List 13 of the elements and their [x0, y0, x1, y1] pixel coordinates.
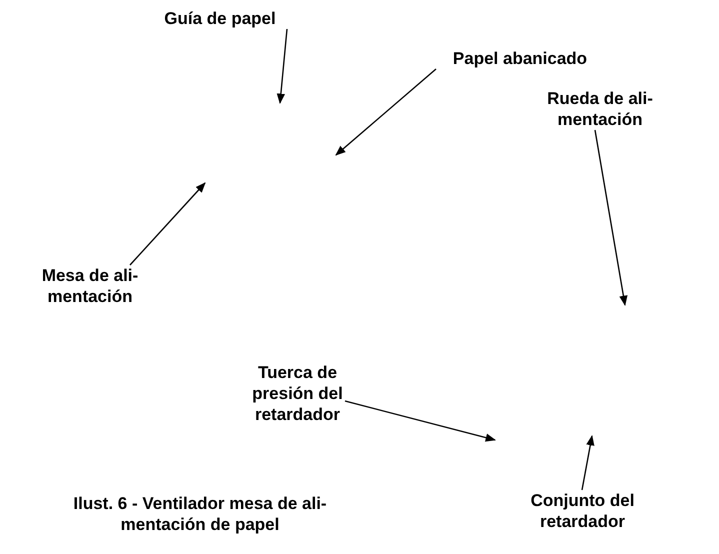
leader-line — [594, 130, 628, 306]
callout-label: Tuerca de presión del retardador — [230, 362, 365, 425]
callout-label: Rueda de ali- mentación — [520, 88, 680, 130]
figure-caption: Ilust. 6 - Ventilador mesa de ali- mentación de papel — [72, 493, 328, 535]
leader-line — [344, 400, 496, 442]
leader-line — [130, 182, 206, 266]
leader-line — [276, 28, 288, 104]
leader-line — [335, 68, 436, 156]
callout-label: Guía de papel — [150, 8, 290, 29]
callout-label: Papel abanicado — [435, 48, 605, 69]
callout-label: Mesa de ali- mentación — [30, 265, 150, 307]
leader-line — [581, 434, 594, 490]
callout-label: Conjunto del retardador — [520, 490, 645, 532]
